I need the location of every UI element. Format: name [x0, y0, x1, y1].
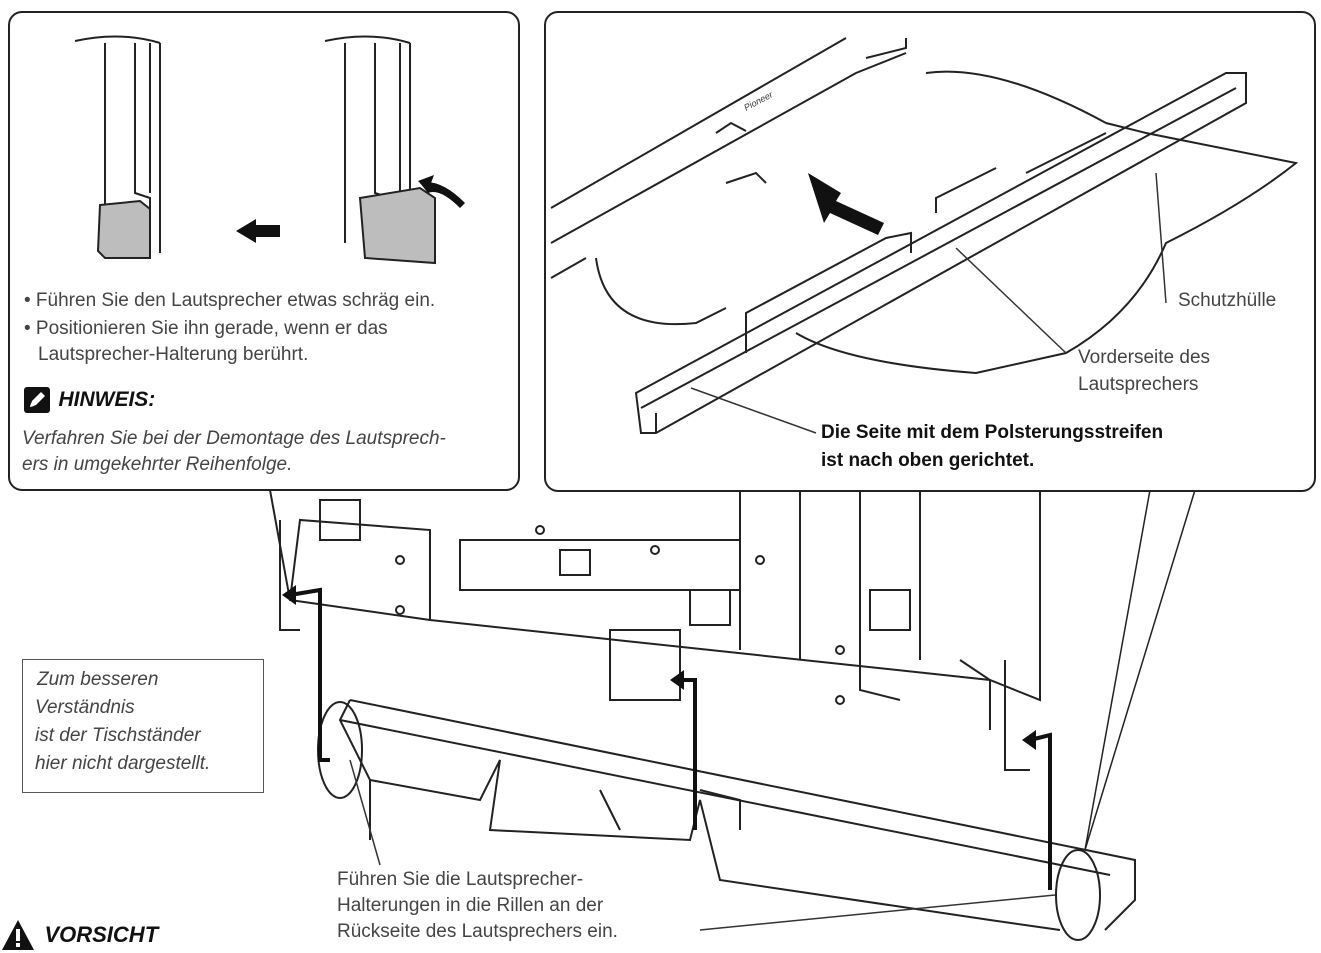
- side-note-line-4: hier nicht dargestellt.: [35, 753, 211, 774]
- right-detail-panel: Pioneer Schutzhülle Vorderseite des Laut…: [544, 11, 1316, 492]
- groove-instruction-line-3: Rückseite des Lautsprechers ein.: [337, 921, 618, 942]
- note-heading: HINWEIS:: [24, 387, 155, 415]
- label-strip-line-1: Die Seite mit dem Polsterungsstreifen: [821, 422, 1164, 443]
- groove-instruction-line-1: Führen Sie die Lautsprecher-: [337, 869, 584, 890]
- note-line-2: ers in umgekehrter Reihenfolge.: [22, 454, 293, 475]
- label-protective-cover: Schutzhülle: [1178, 290, 1277, 311]
- brand-logo: Pioneer: [742, 89, 775, 113]
- side-note-line-1: Zum besseren: [37, 669, 159, 690]
- pencil-icon: [24, 387, 50, 413]
- warning-icon: [2, 920, 34, 950]
- bullet-1: • Führen Sie den Lautsprecher etwas schr…: [24, 290, 436, 311]
- groove-instruction-line-2: Halterungen in die Rillen an der: [337, 895, 604, 916]
- tv-back-panel: [269, 480, 1041, 771]
- note-line-1: Verfahren Sie bei der Demontage des Laut…: [22, 428, 446, 449]
- insert-diagram: [74, 35, 465, 265]
- speaker-bar: [338, 699, 1136, 931]
- groove-highlight-right: [1055, 849, 1101, 941]
- bullet-2: • Positionieren Sie ihn gerade, wenn er …: [24, 318, 388, 339]
- caution-title: VORSICHT: [44, 922, 159, 947]
- speaker-cover-diagram: Pioneer: [550, 37, 1299, 434]
- label-front-line-1: Vorderseite des: [1078, 347, 1211, 368]
- side-note-line-2: Verständnis: [35, 697, 135, 718]
- label-strip-line-2: ist nach oben gerichtet.: [821, 450, 1035, 471]
- table-stand-note: Zum besseren Verständnis ist der Tischst…: [22, 659, 264, 793]
- side-note-line-3: ist der Tischständer: [35, 725, 201, 746]
- caution-heading: VORSICHT: [0, 918, 158, 952]
- note-title: HINWEIS:: [58, 388, 156, 411]
- label-front-line-2: Lautsprechers: [1078, 374, 1199, 395]
- bullet-2-cont: Lautsprecher-Halterung berührt.: [38, 344, 309, 365]
- left-detail-panel: • Führen Sie den Lautsprecher etwas schr…: [8, 11, 520, 491]
